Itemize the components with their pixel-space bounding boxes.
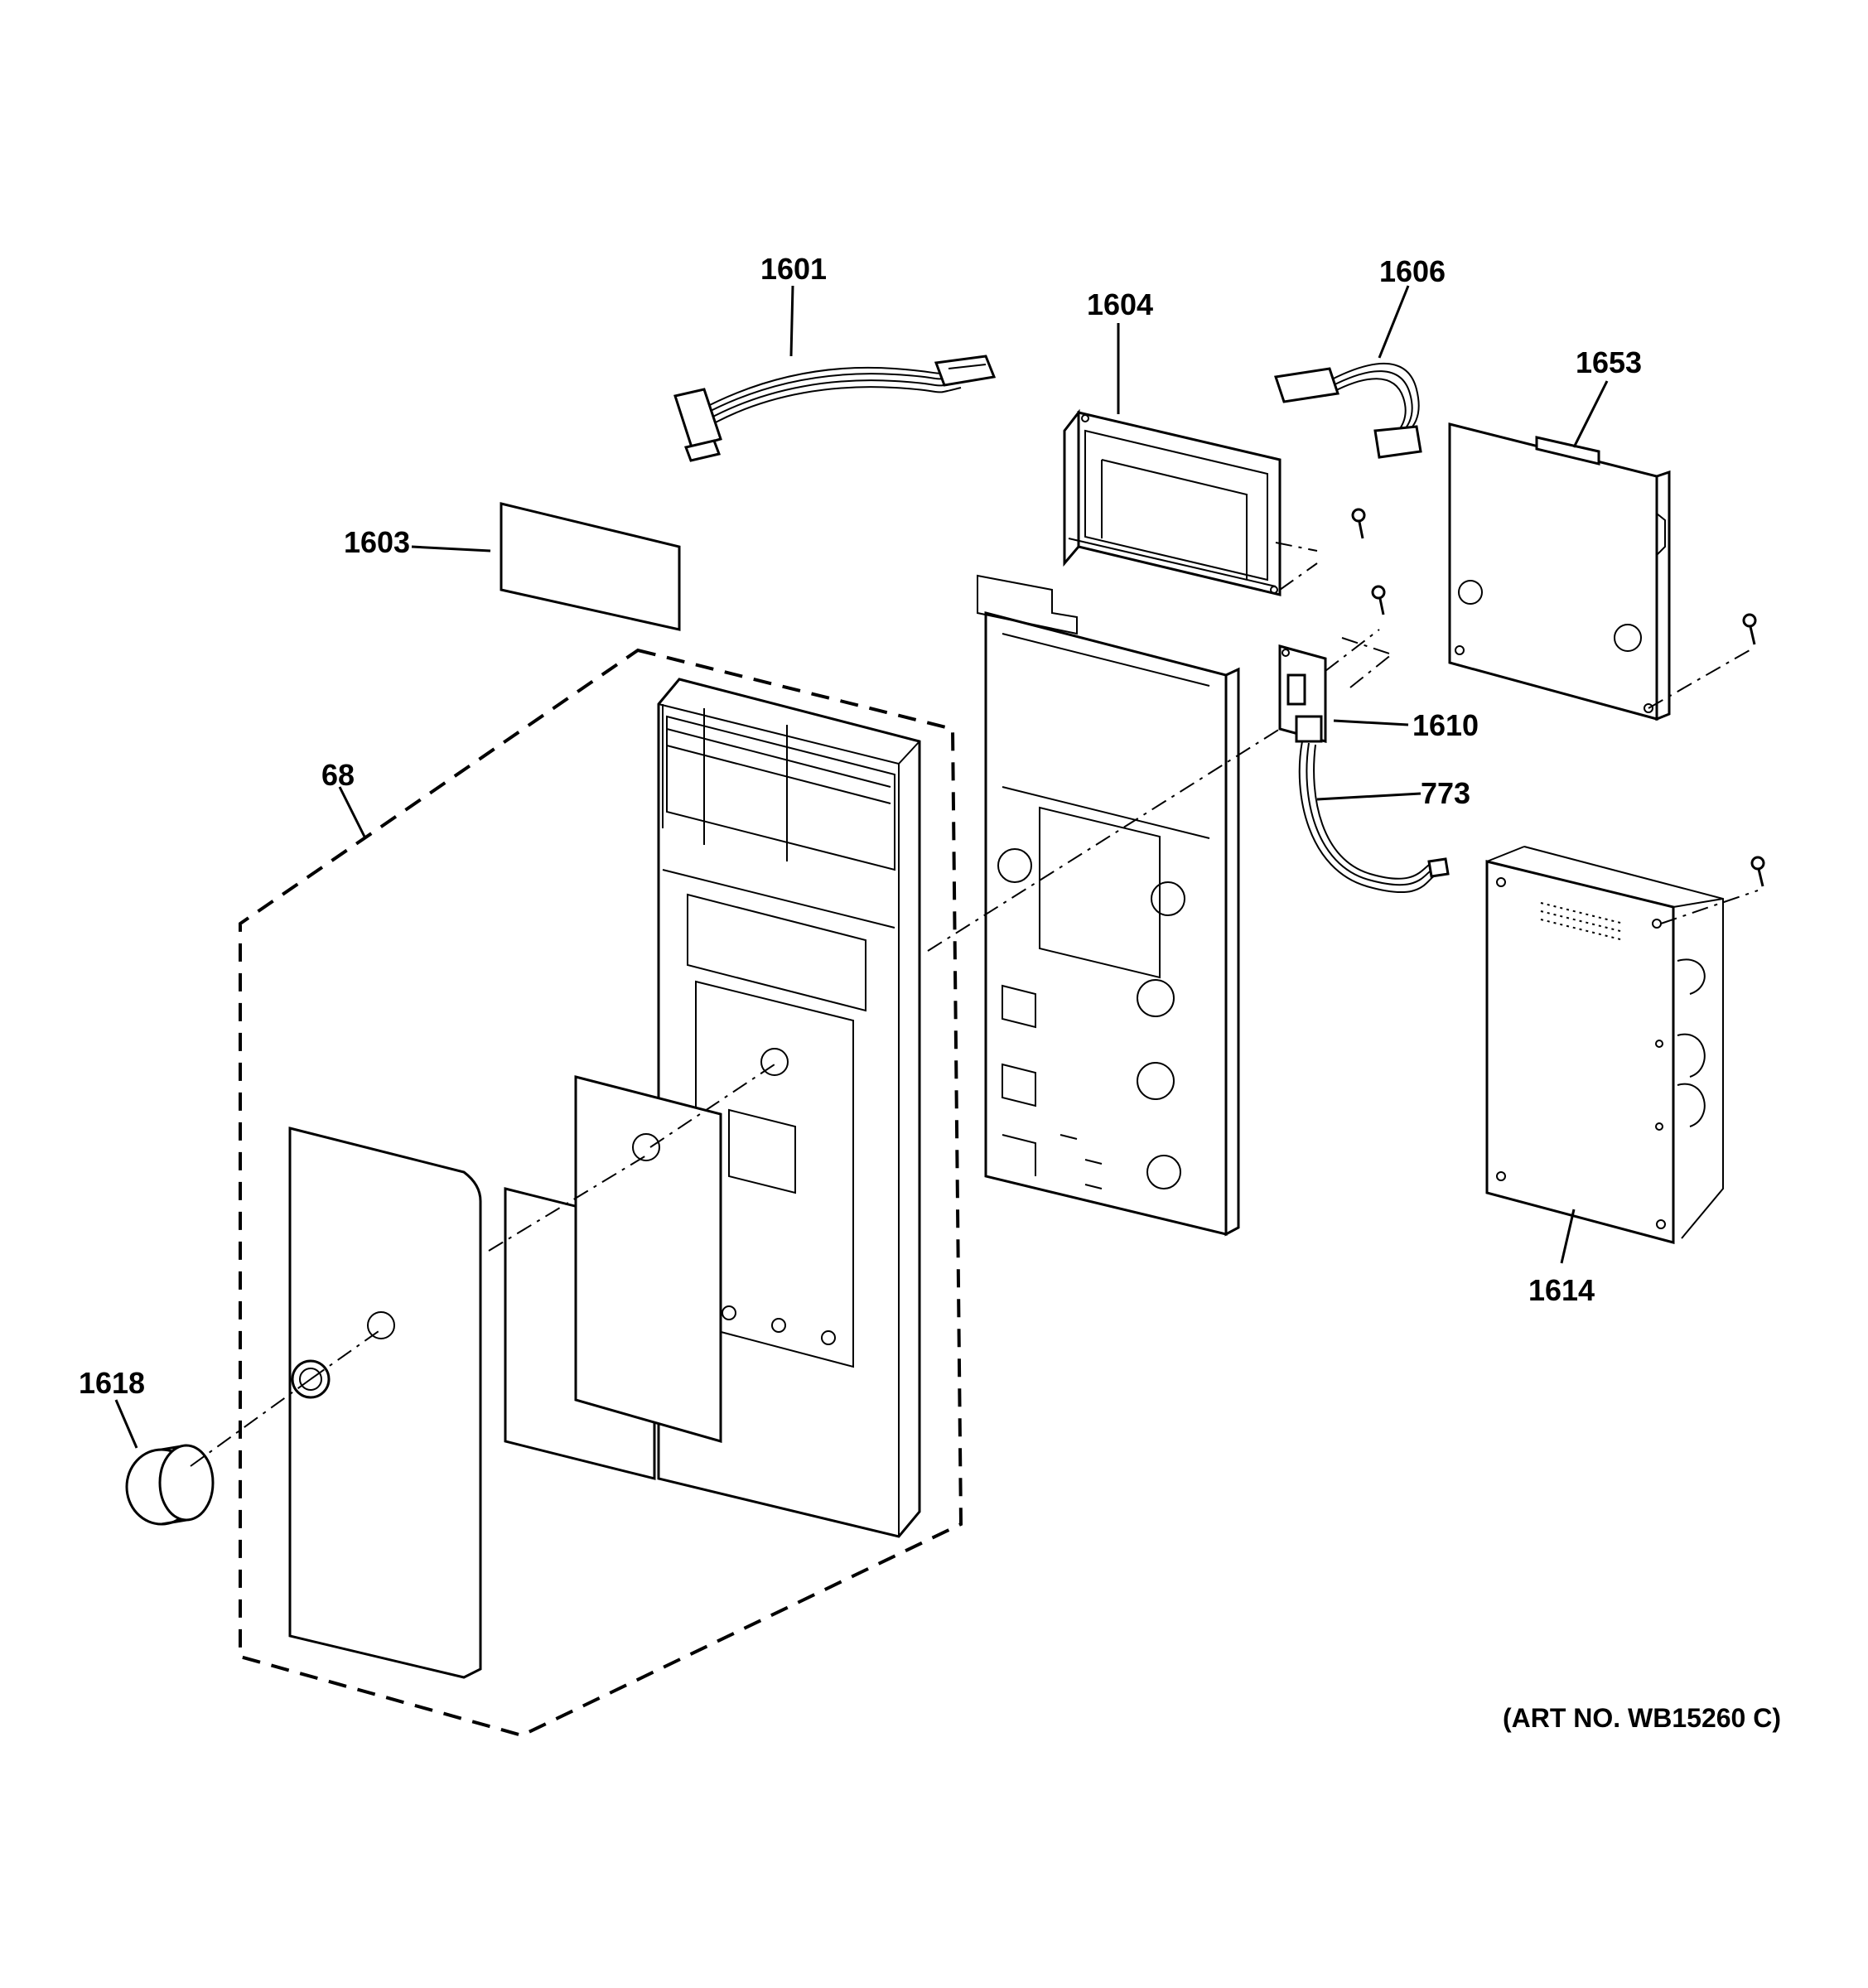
- keypad-overlay[interactable]: [574, 1075, 722, 1443]
- callout-1614: 1614: [1528, 1273, 1595, 1307]
- knob-1618[interactable]: [125, 1444, 215, 1526]
- callout-1606: 1606: [1379, 254, 1446, 288]
- overlay-pad-1603[interactable]: [500, 502, 681, 631]
- control-panel-housing[interactable]: [657, 678, 921, 1538]
- callout-1618: 1618: [79, 1366, 145, 1400]
- leader-lines: [114, 285, 1609, 1449]
- wire-harness-1601[interactable]: [673, 355, 997, 462]
- callout-1601: 1601: [760, 252, 827, 286]
- front-panel-sheet[interactable]: [288, 1127, 482, 1679]
- callout-68: 68: [321, 758, 355, 792]
- callout-1604: 1604: [1087, 287, 1153, 321]
- callout-1653: 1653: [1576, 345, 1642, 379]
- callout-1603: 1603: [344, 525, 410, 559]
- screw-icon: [1351, 508, 1765, 887]
- callout-773: 773: [1421, 776, 1470, 810]
- callout-1610: 1610: [1412, 708, 1479, 742]
- control-board-1653[interactable]: [1448, 422, 1671, 721]
- art-number: (ART NO. WB15260 C): [1503, 1703, 1781, 1733]
- mounting-frame[interactable]: [977, 574, 1240, 1237]
- display-1604[interactable]: [1063, 408, 1282, 596]
- assembly-lines: [190, 542, 1759, 1467]
- control-board-1614[interactable]: [1485, 846, 1724, 1244]
- switch-1610[interactable]: [1278, 644, 1327, 743]
- assembly-68-boundary: [239, 648, 963, 1738]
- wire-harness-1606[interactable]: [1274, 362, 1422, 459]
- wire-harness-773[interactable]: [1298, 741, 1450, 894]
